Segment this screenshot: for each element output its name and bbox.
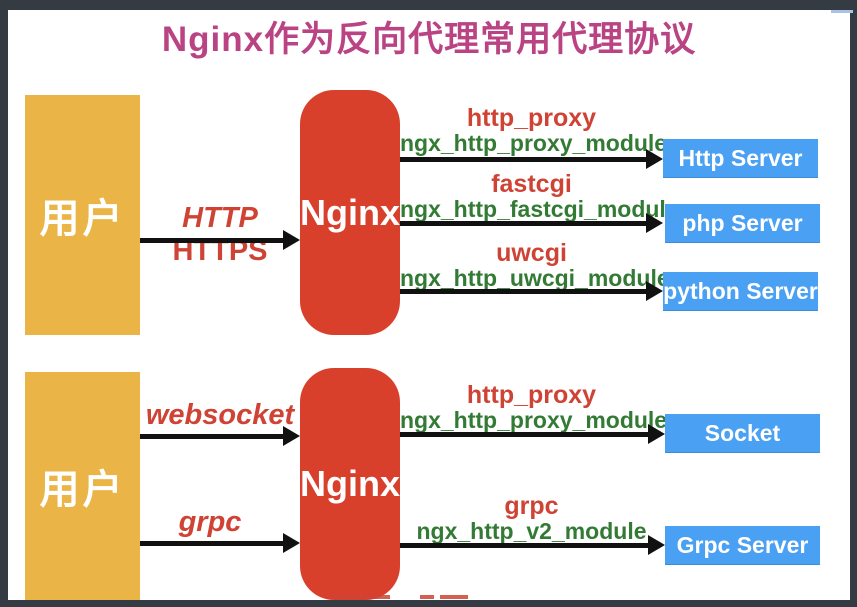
route-module: ngx_http_v2_module — [416, 518, 647, 544]
nginx-label-bottom: Nginx — [300, 463, 401, 504]
user-box-top: 用户 — [25, 95, 140, 335]
arrow-head-icon — [646, 281, 663, 301]
arrow-shaft — [400, 289, 649, 294]
arrow-shaft — [400, 543, 651, 548]
server-label: python Server — [663, 277, 818, 304]
nginx-label-top: Nginx — [300, 191, 401, 233]
route-module: ngx_http_proxy_module — [400, 407, 668, 433]
route-protocol: uwcgi — [496, 239, 567, 267]
arrow-nginx-to-php-server — [400, 213, 663, 233]
user-box-bottom: 用户 — [25, 372, 140, 600]
server-label: php Server — [682, 209, 803, 236]
arrow-nginx-to-socket — [400, 424, 665, 444]
arrow-head-icon — [648, 424, 665, 444]
route-protocol: http_proxy — [466, 381, 597, 409]
cutoff-text-fragment — [440, 595, 468, 599]
arrow-nginx-to-http-server — [400, 149, 663, 169]
grpc-label: grpc — [178, 506, 242, 538]
user-label-bottom: 用户 — [39, 468, 126, 512]
server-box-socket: Socket — [665, 414, 820, 453]
route-protocol: fastcgi — [491, 170, 572, 198]
cutoff-text-fragment — [332, 595, 390, 599]
arrow-head-icon — [283, 533, 300, 553]
user-label-top: 用户 — [39, 197, 126, 241]
arrow-user-grpc-to-nginx — [140, 533, 300, 553]
arrow-head-icon — [283, 230, 300, 250]
server-label: Http Server — [678, 144, 803, 171]
server-label: Grpc Server — [676, 531, 809, 558]
route-module: ngx_http_proxy_module — [400, 130, 668, 156]
server-label: Socket — [704, 419, 781, 446]
server-box-grpc: Grpc Server — [665, 526, 820, 565]
server-box-http: Http Server — [663, 139, 818, 178]
arrow-shaft — [400, 157, 649, 162]
route-protocol: http_proxy — [466, 104, 597, 132]
diagram-title: Nginx作为反向代理常用代理协议 — [161, 20, 697, 59]
route-module: ngx_http_fastcgi_module — [400, 196, 679, 222]
arrow-nginx-to-grpc-server — [400, 535, 665, 555]
cutoff-text-fragment — [420, 595, 434, 599]
nginx-box-bottom: Nginx — [300, 368, 400, 600]
arrow-shaft — [140, 541, 286, 546]
route-protocol: grpc — [504, 492, 559, 520]
websocket-label: websocket — [145, 399, 295, 431]
arrow-shaft — [140, 238, 286, 243]
arrow-head-icon — [648, 535, 665, 555]
server-box-php: php Server — [665, 204, 820, 243]
arrow-head-icon — [646, 213, 663, 233]
arrow-shaft — [400, 432, 651, 437]
arrow-shaft — [140, 434, 286, 439]
arrow-nginx-to-python-server — [400, 281, 663, 301]
arrow-head-icon — [283, 426, 300, 446]
server-box-python: python Server — [663, 272, 818, 311]
nginx-box-top: Nginx — [300, 90, 400, 335]
route-module: ngx_http_uwcgi_module — [400, 265, 670, 291]
arrow-user-websocket-to-nginx — [140, 426, 300, 446]
http-label: HTTP — [182, 202, 258, 234]
arrow-head-icon — [646, 149, 663, 169]
arrow-shaft — [400, 221, 649, 226]
scrollbar-sliver — [831, 10, 853, 13]
arrow-user-to-nginx-top — [140, 230, 300, 250]
